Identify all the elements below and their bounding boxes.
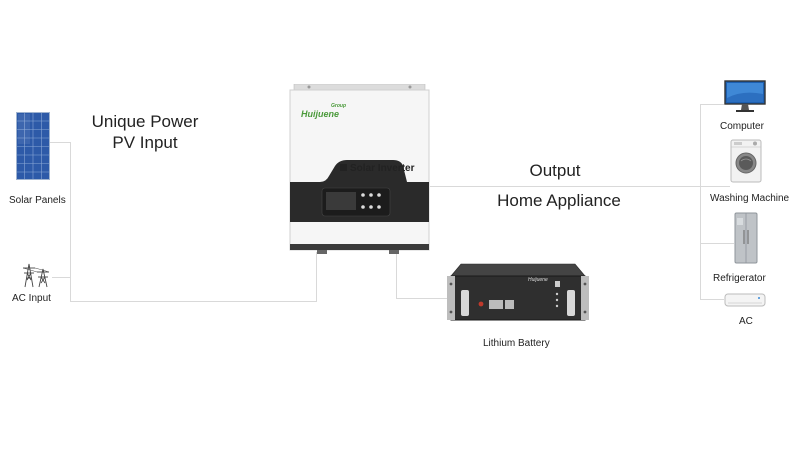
solar-inverter-grid-icon [340,164,347,171]
wire-computer-stub [700,104,724,105]
solar-inverter-label: Solar Inverter [340,163,414,174]
inverter-brand-sub: Group [331,103,346,109]
inverter-brand-name: Huijuene [301,109,340,119]
wire-fridge-stub [700,243,734,244]
refrigerator-label: Refrigerator [713,273,766,284]
wire-ac-horizontal [52,277,70,278]
air-conditioner-icon [724,293,766,312]
computer-label: Computer [720,121,764,132]
battery-brand: Huijuene [528,277,548,283]
solar-inverter [289,83,430,261]
wire-washer-stub [700,186,730,187]
pv-caption: Unique Power PV Input [80,111,210,153]
wire-appliance-vertical [700,104,701,300]
power-pylon-icon [19,260,53,293]
ac-label: AC [739,316,753,327]
pv-caption-line1: Unique Power [91,112,199,131]
refrigerator-icon [734,212,758,269]
washing-machine-icon [730,139,762,188]
wire-battery-horizontal [396,298,448,299]
ac-input-label: AC Input [12,293,51,304]
solar-panels-label: Solar Panels [9,195,66,206]
washing-machine-label: Washing Machine [710,193,790,204]
wire-output-horizontal [430,186,700,187]
output-caption-line1: Output [529,161,581,180]
wire-inverter-drop [316,252,317,302]
solar-panel-icon [16,112,50,185]
wire-source-vertical [70,142,71,302]
inverter-brand-logo: Group Huijuene [301,102,346,119]
output-caption-line2: Home Appliance [497,191,621,210]
wire-to-inverter-bottom [70,301,317,302]
lithium-battery-label: Lithium Battery [483,338,550,349]
solar-inverter-text: Solar Inverter [350,163,415,174]
pv-caption-line2: PV Input [112,133,178,152]
wire-battery-drop [396,252,397,299]
lithium-battery [447,262,590,329]
computer-monitor-icon [724,80,766,119]
wire-solar-horizontal [50,142,70,143]
wire-ac-stub [700,299,724,300]
